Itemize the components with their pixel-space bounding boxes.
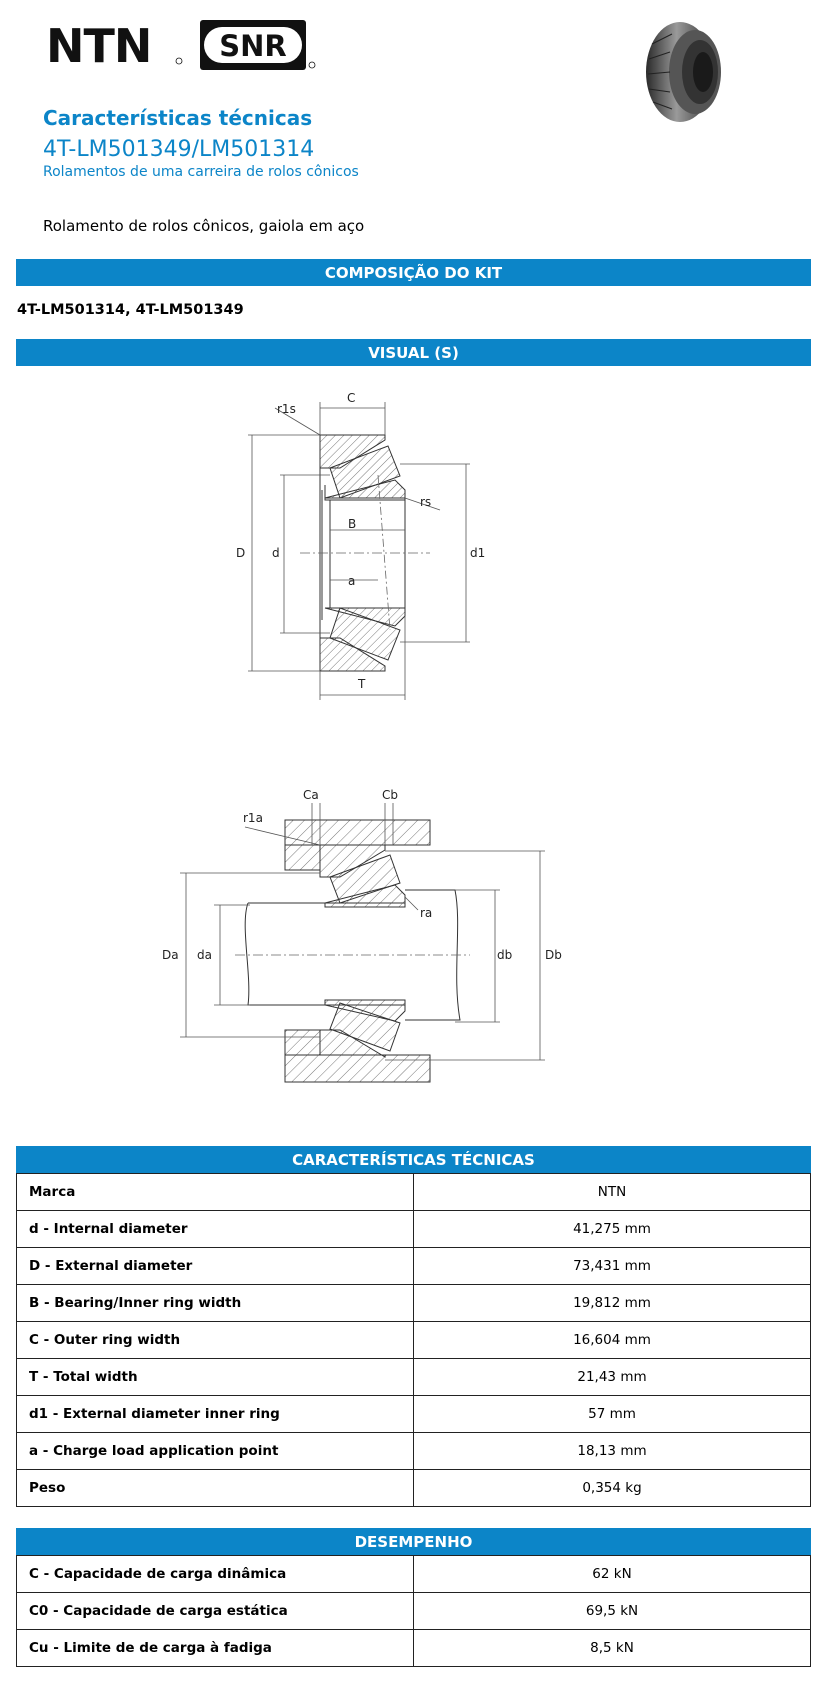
dim-label-ra: ra (420, 906, 432, 920)
dim-label-r1a: r1a (243, 811, 263, 825)
perf-label: C - Capacidade de carga dinâmica (16, 1555, 414, 1593)
dim-label-rs: rs (420, 495, 431, 509)
product-subtitle: Rolamentos de uma carreira de rolos côni… (43, 164, 359, 180)
spec-value: 21,43 mm (413, 1358, 811, 1396)
spec-value: NTN (413, 1173, 811, 1211)
spec-label: a - Charge load application point (16, 1432, 414, 1470)
spec-label: T - Total width (16, 1358, 414, 1396)
ntn-logo-text: NTN (46, 22, 151, 68)
dim-label-Ca: Ca (303, 788, 319, 802)
spec-label: Peso (16, 1469, 414, 1507)
spec-label: Marca (16, 1173, 414, 1211)
product-code: 4T-LM501349/LM501314 (43, 137, 315, 162)
ntn-logo: NTN (46, 19, 186, 73)
perf-label: Cu - Limite de de carga à fadiga (16, 1629, 414, 1667)
spec-value: 73,431 mm (413, 1247, 811, 1285)
dim-label-Da: Da (162, 948, 179, 962)
dim-label-T: T (357, 677, 366, 691)
dim-label-r1s: r1s (277, 402, 296, 416)
spec-label: D - External diameter (16, 1247, 414, 1285)
spec-value: 0,354 kg (413, 1469, 811, 1507)
perf-value: 8,5 kN (413, 1629, 811, 1667)
dim-label-B: B (348, 517, 356, 531)
spec-label: d1 - External diameter inner ring (16, 1395, 414, 1433)
page-title: Características técnicas (43, 106, 313, 130)
perf-label: C0 - Capacidade de carga estática (16, 1592, 414, 1630)
kit-items: 4T-LM501314, 4T-LM501349 (17, 302, 244, 318)
product-description: Rolamento de rolos cônicos, gaiola em aç… (43, 217, 365, 235)
dim-label-d1: d1 (470, 546, 485, 560)
perf-value: 62 kN (413, 1555, 811, 1593)
spec-value: 57 mm (413, 1395, 811, 1433)
dim-label-db: db (497, 948, 512, 962)
dim-label-da: da (197, 948, 212, 962)
dim-label-a: a (348, 574, 355, 588)
bearing-photo (640, 14, 730, 130)
dim-label-Cb: Cb (382, 788, 398, 802)
visual-heading: VISUAL (S) (16, 339, 811, 366)
bearing-dimension-drawing: C r1s rs D d d1 B a T (236, 391, 485, 700)
performance-heading: DESEMPENHO (16, 1528, 811, 1555)
spec-value: 16,604 mm (413, 1321, 811, 1359)
specs-heading: CARACTERÍSTICAS TÉCNICAS (16, 1146, 811, 1173)
spec-label: d - Internal diameter (16, 1210, 414, 1248)
spec-value: 19,812 mm (413, 1284, 811, 1322)
snr-logo: SNR (200, 20, 318, 76)
dim-label-Db: Db (545, 948, 562, 962)
kit-heading: COMPOSIÇÃO DO KIT (16, 259, 811, 286)
perf-value: 69,5 kN (413, 1592, 811, 1630)
snr-logo-text: SNR (219, 29, 287, 63)
dim-label-d: d (272, 546, 280, 560)
spec-value: 41,275 mm (413, 1210, 811, 1248)
spec-value: 18,13 mm (413, 1432, 811, 1470)
spec-label: B - Bearing/Inner ring width (16, 1284, 414, 1322)
dim-label-D: D (236, 546, 245, 560)
dim-label-C: C (347, 391, 355, 405)
spec-label: C - Outer ring width (16, 1321, 414, 1359)
mounting-dimension-drawing: Ca Cb r1a ra Da da db Db (162, 788, 562, 1083)
